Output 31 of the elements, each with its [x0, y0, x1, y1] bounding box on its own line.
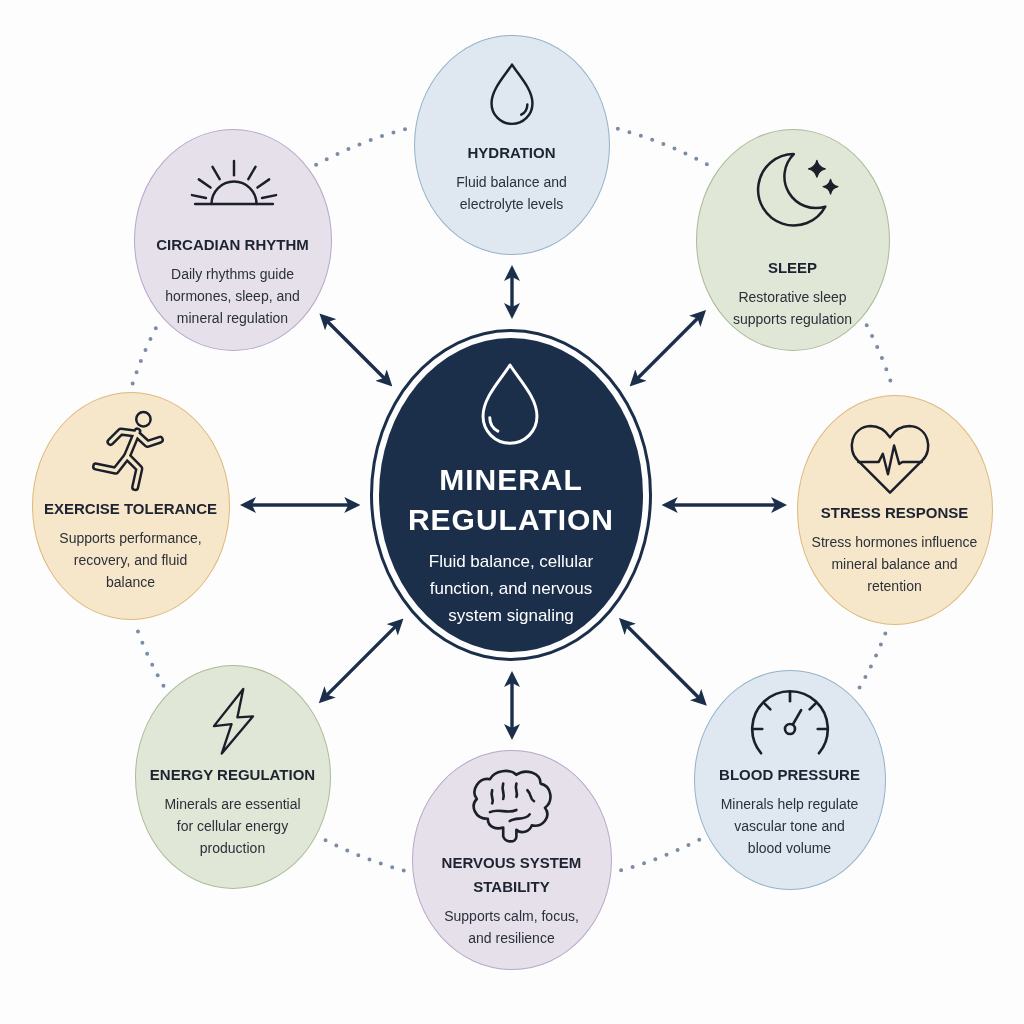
node-title: EXERCISE TOLERANCE: [43, 498, 218, 519]
double-arrow: [318, 618, 404, 704]
double-arrow: [504, 265, 520, 319]
node-description: Supports calm, focus, and resilience: [443, 906, 580, 948]
node-description: Minerals help regulate vascular tone and blood volume: [719, 794, 860, 858]
double-arrow: [629, 310, 706, 387]
node-description: Daily rhythms guide hormones, sleep, and mineral regulation: [164, 264, 301, 328]
node-description: Restorative sleep supports regulation: [731, 287, 854, 329]
hub-description: Fluid balance, cellular function, and nervous system signaling: [427, 551, 595, 627]
double-arrow: [319, 313, 393, 387]
dotted-connector: [130, 323, 160, 386]
hub-title: MINERAL REGULATION: [406, 462, 616, 538]
dotted-connector: [322, 837, 406, 873]
double-arrow: [240, 497, 361, 513]
node-description: Supports performance, recovery, and fluid balance: [58, 528, 203, 592]
node-title: BLOOD PRESSURE: [719, 764, 860, 785]
double-arrow: [661, 497, 788, 513]
double-arrow: [504, 671, 520, 740]
dotted-connector: [855, 631, 888, 693]
node-title: ENERGY REGULATION: [149, 764, 316, 785]
node-title: CIRCADIAN RHYTHM: [156, 234, 309, 255]
node-description: Stress hormones influence mineral balance and retention: [810, 532, 979, 596]
node-description: Minerals are essential for cellular energy production: [163, 794, 302, 858]
node-title: STRESS RESPONSE: [820, 502, 969, 523]
node-description: Fluid balance and electrolyte levels: [455, 172, 568, 214]
node-title: NERVOUS SYSTEM STABILITY: [440, 852, 583, 897]
node-title: SLEEP: [767, 257, 818, 278]
double-arrow: [619, 618, 707, 706]
dotted-connector: [618, 837, 702, 873]
node-title: HYDRATION: [467, 142, 556, 163]
dotted-connector: [314, 126, 409, 167]
